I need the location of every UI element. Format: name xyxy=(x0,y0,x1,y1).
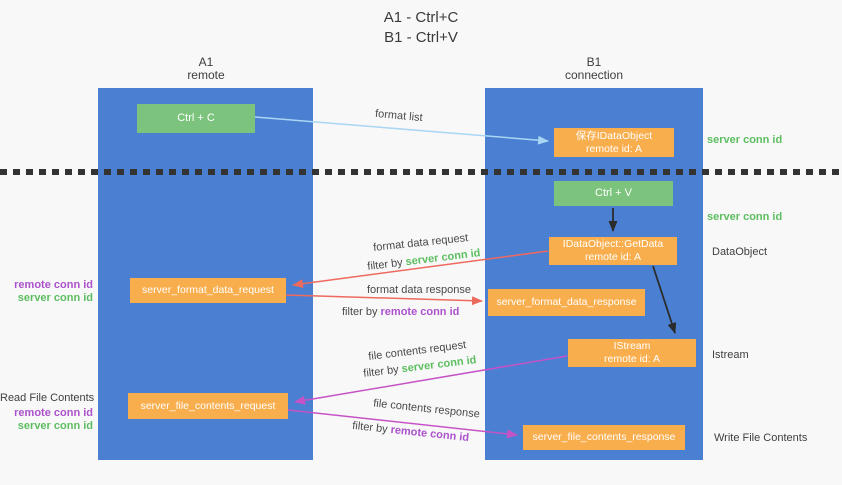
node-istream-line2: remote id: A xyxy=(603,353,661,365)
node-istream-line1: IStream xyxy=(613,340,651,352)
lane-a-id: A1 xyxy=(198,55,214,69)
filter-prefix: filter by xyxy=(362,363,403,380)
label-file-contents-response: file contents response xyxy=(372,397,481,421)
label-format-list: format list xyxy=(374,107,424,125)
node-getdata: IDataObject::GetData remote id: A xyxy=(549,237,677,265)
ann-write-file-contents: Write File Contents xyxy=(714,432,808,444)
ann-server-conn-id-top: server conn id xyxy=(707,134,783,146)
node-getdata-line2: remote id: A xyxy=(584,251,642,263)
node-server-format-data-response: server_format_data_response xyxy=(488,289,645,316)
title-line-1: A1 - Ctrl+C xyxy=(383,9,459,26)
node-getdata-line1: IDataObject::GetData xyxy=(562,238,664,250)
lane-a-header: A1 remote xyxy=(146,56,266,82)
node-save-idataobject-line1: 保存IDataObject xyxy=(575,129,653,142)
title-line-2: B1 - Ctrl+V xyxy=(384,29,458,46)
diagram-title: A1 - Ctrl+C B1 - Ctrl+V xyxy=(0,8,842,48)
node-server-file-contents-request: server_file_contents_request xyxy=(128,393,288,419)
node-server-file-contents-response: server_file_contents_response xyxy=(523,425,685,450)
ann-remote-conn-id-left-1: remote conn id xyxy=(14,279,93,291)
filter-prefix: filter by xyxy=(351,419,392,436)
filter-prefix: filter by xyxy=(342,306,381,318)
ann-server-conn-id-left-1: server conn id xyxy=(17,292,93,304)
filter-key-remote-conn-id: remote conn id xyxy=(380,306,460,318)
label-format-data-response: format data response xyxy=(367,284,471,296)
ann-server-conn-id-left-2: server conn id xyxy=(17,420,93,432)
filter-prefix: filter by xyxy=(366,256,407,273)
filter-key-remote-conn-id: remote conn id xyxy=(389,423,470,445)
session-separator-line xyxy=(0,169,842,175)
lane-a-name: remote xyxy=(187,68,225,82)
ann-istream: Istream xyxy=(712,349,749,361)
lane-b-header: B1 connection xyxy=(534,56,654,82)
node-istream: IStream remote id: A xyxy=(568,339,696,367)
label-filter-remote-conn-1: filter by remote conn id xyxy=(342,306,459,318)
ann-dataobject: DataObject xyxy=(712,246,768,258)
filter-key-server-conn-id: server conn id xyxy=(404,247,482,269)
node-server-format-data-request: server_format_data_request xyxy=(130,278,286,303)
ann-remote-conn-id-left-2: remote conn id xyxy=(14,407,93,419)
lane-b-id: B1 xyxy=(586,55,602,69)
lane-b-name: connection xyxy=(564,68,624,82)
ann-server-conn-id-mid: server conn id xyxy=(707,211,783,223)
label-filter-remote-conn-2: filter by remote conn id xyxy=(352,420,470,444)
node-save-idataobject-line2: remote id: A xyxy=(585,142,643,155)
node-ctrl-c: Ctrl + C xyxy=(137,104,255,133)
node-save-idataobject: 保存IDataObject remote id: A xyxy=(554,128,674,157)
node-ctrl-v: Ctrl + V xyxy=(554,181,673,206)
ann-read-file-contents: Read File Contents xyxy=(0,392,95,404)
